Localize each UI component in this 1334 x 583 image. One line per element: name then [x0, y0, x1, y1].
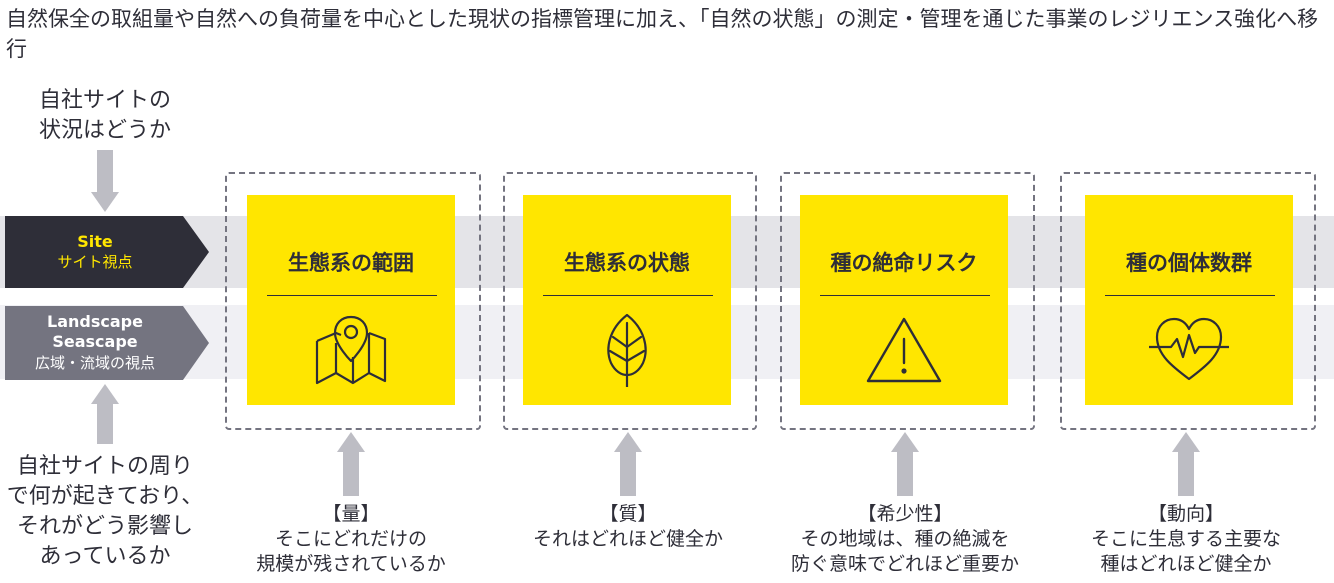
card-extinction-risk: 種の絶命リスク — [800, 195, 1008, 405]
divider — [267, 295, 437, 296]
arrow-up-icon — [337, 432, 365, 496]
top-question: 自社サイトの 状況はどうか — [0, 86, 210, 146]
caption-quantity: 【量】 そこにどれだけの 規模が残されているか — [226, 502, 476, 577]
card-title: 生態系の範囲 — [288, 251, 414, 275]
divider — [1105, 295, 1275, 296]
divider — [543, 295, 713, 296]
arrow-up-icon — [891, 432, 919, 496]
top-question-line1: 自社サイトの — [38, 88, 171, 113]
caption-trend: 【動向】 そこに生息する主要な 種はどれほど健全か — [1061, 502, 1311, 577]
caption-head: 【量】 — [322, 503, 380, 525]
dashed-frame-3 — [780, 172, 1035, 430]
arrow-down-icon — [91, 150, 119, 212]
caption-head: 【動向】 — [1147, 503, 1224, 525]
map-pin-icon — [315, 315, 387, 385]
landscape-tag: Landscape Seascape 広域・流域の視点 — [5, 306, 209, 380]
card-species-population: 種の個体数群 — [1085, 195, 1293, 405]
bottom-question-line3: それがどう影響し — [16, 514, 193, 539]
card-ecosystem-extent: 生態系の範囲 — [247, 195, 455, 405]
card-title: 種の個体数群 — [1126, 251, 1252, 275]
caption-head: 【質】 — [599, 503, 657, 525]
dashed-frame-4 — [1060, 172, 1316, 430]
arrow-up-icon — [614, 432, 642, 496]
arrow-up-icon — [91, 384, 119, 444]
card-ecosystem-condition: 生態系の状態 — [523, 195, 731, 405]
bottom-question: 自社サイトの周り で何が起きており、 それがどう影響し あっているか — [0, 452, 210, 572]
site-tag: Site サイト視点 — [5, 216, 209, 288]
bottom-question-line1: 自社サイトの周り — [16, 454, 193, 479]
heartbeat-icon — [1149, 317, 1229, 381]
dashed-frame-2 — [503, 172, 757, 430]
site-tag-jp: サイト視点 — [57, 253, 133, 271]
bottom-question-line2: で何が起きており、 — [6, 484, 204, 509]
caption-line2: 種はどれほど健全か — [1100, 553, 1272, 575]
caption-quality: 【質】 それはどれほど健全か — [503, 502, 753, 552]
caption-rarity: 【希少性】 その地域は、種の絶滅を 防ぐ意味でどれほど重要か — [780, 502, 1030, 577]
leaf-icon — [607, 313, 647, 387]
dashed-frame-1 — [225, 172, 481, 430]
caption-line1: そこに生息する主要な — [1090, 528, 1281, 550]
caption-line1: そこにどれだけの — [274, 528, 427, 550]
page-title: 自然保全の取組量や自然への負荷量を中心とした現状の指標管理に加え、「自然の状態」… — [6, 7, 1319, 61]
bottom-question-line4: あっているか — [39, 544, 171, 569]
top-question-line2: 状況はどうか — [38, 118, 171, 143]
caption-line2: 防ぐ意味でどれほど重要か — [790, 553, 1019, 575]
caption-line1: それはどれほど健全か — [532, 528, 723, 550]
caption-line1: その地域は、種の絶滅を — [800, 528, 1010, 550]
warning-icon — [866, 317, 942, 383]
card-title: 種の絶命リスク — [830, 251, 978, 275]
caption-head: 【希少性】 — [857, 503, 953, 525]
landscape-tag-en-1: Landscape — [47, 312, 143, 331]
arrow-up-icon — [1172, 432, 1200, 496]
landscape-tag-en-2: Seascape — [52, 332, 138, 351]
divider — [820, 295, 990, 296]
caption-line2: 規模が残されているか — [256, 553, 446, 575]
card-title: 生態系の状態 — [564, 251, 690, 275]
site-tag-en: Site — [77, 232, 113, 251]
landscape-tag-jp: 広域・流域の視点 — [34, 354, 155, 372]
